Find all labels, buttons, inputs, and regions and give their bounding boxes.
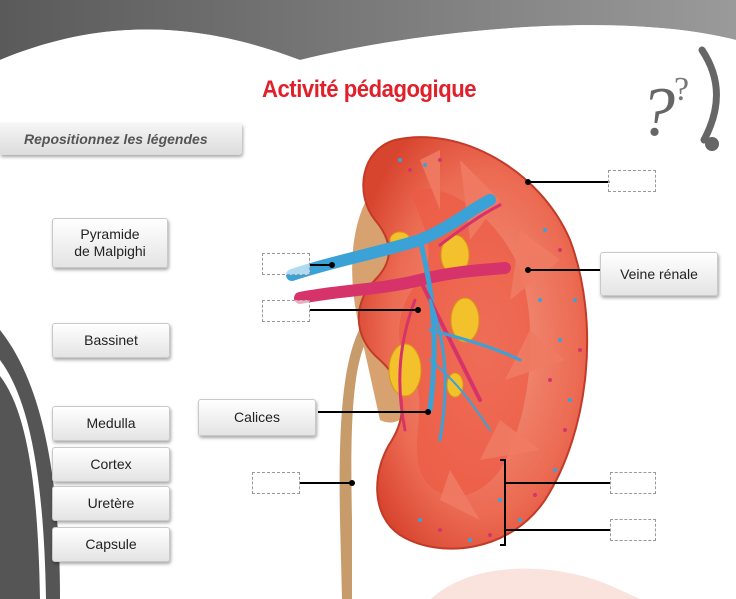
drop-slot-left-middle[interactable] — [262, 300, 310, 322]
label-bassinet[interactable]: Bassinet — [52, 323, 170, 358]
label-cortex[interactable]: Cortex — [52, 447, 170, 482]
drop-slot-bottom-right-2[interactable] — [610, 519, 656, 541]
label-text: Uretère — [87, 495, 135, 511]
label-capsule[interactable]: Capsule — [52, 527, 170, 562]
page-title: Activité pédagogique — [262, 76, 477, 103]
label-medulla[interactable]: Medulla — [52, 406, 170, 441]
instruction-banner: Repositionnez les légendes — [0, 123, 242, 155]
svg-text:?: ? — [674, 71, 689, 108]
label-text: Capsule — [85, 536, 137, 552]
drop-slot-top-right[interactable] — [608, 170, 656, 192]
label-text: Calices — [234, 409, 280, 425]
label-text: Medulla — [86, 415, 136, 431]
label-text: Cortex — [90, 456, 132, 472]
drop-slot-left-upper[interactable] — [262, 253, 310, 275]
question-marks-icon: ? ? — [640, 46, 720, 151]
drop-slot-bottom-right-1[interactable] — [610, 472, 656, 494]
svg-text:?: ? — [640, 74, 675, 151]
label-uretere[interactable]: Uretère — [52, 486, 170, 521]
drop-slot-left-lower[interactable] — [252, 472, 300, 494]
label-text: Bassinet — [84, 332, 138, 348]
ureter-shape — [339, 318, 372, 599]
label-calices[interactable]: Calices — [198, 399, 316, 436]
label-veine-renale[interactable]: Veine rénale — [600, 252, 718, 296]
label-text: Veine rénale — [620, 265, 698, 282]
